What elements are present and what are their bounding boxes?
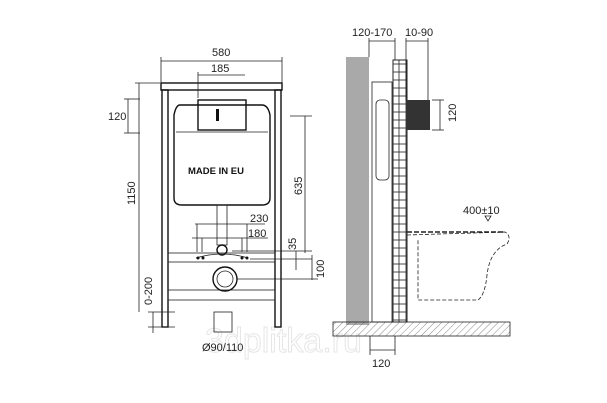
dim-seat-height: 400±10 (463, 205, 500, 217)
frame-crossbar (167, 252, 276, 263)
cistern (173, 104, 271, 206)
level-marker-icon (484, 215, 492, 222)
dim-100: 100 (315, 260, 327, 278)
flush-plate (406, 100, 430, 130)
dim-230: 230 (250, 213, 268, 225)
dim-leg-0-200: 0-200 (143, 277, 155, 305)
frame-side (371, 81, 393, 323)
frame-bottom-bar (167, 289, 276, 301)
cladding-wall (392, 59, 408, 323)
dim-120-170: 120-170 (352, 27, 392, 39)
dim-drain-diameter: Ø90/110 (202, 342, 243, 354)
wall (346, 57, 369, 325)
flush-button-icon (216, 109, 219, 121)
toilet-bowl-outline (406, 231, 510, 301)
front-view: MADE IN EU 580 185 1150 120 635 230 180 … (108, 47, 327, 354)
dim-flush-185: 185 (211, 63, 229, 75)
dim-10-90: 10-90 (405, 27, 433, 39)
flush-unit (197, 99, 247, 131)
inlet-icon (216, 244, 228, 256)
dim-height-1150: 1150 (126, 181, 138, 205)
dim-35: 35 (287, 238, 299, 250)
dim-base-120: 120 (372, 358, 390, 370)
dim-plate-120: 120 (108, 111, 126, 123)
tank-label: MADE IN EU (188, 166, 244, 177)
dim-plate-120-side: 120 (447, 104, 459, 122)
dim-inlet-635: 635 (293, 177, 305, 195)
dim-180: 180 (248, 228, 266, 240)
dim-width-580: 580 (212, 47, 230, 59)
frame-top-bar (160, 82, 283, 91)
frame-left-post (161, 89, 169, 328)
floor (332, 321, 511, 337)
side-view: 120-170 10-90 120 400±10 120 (332, 27, 511, 370)
frame-right-post (274, 89, 282, 328)
